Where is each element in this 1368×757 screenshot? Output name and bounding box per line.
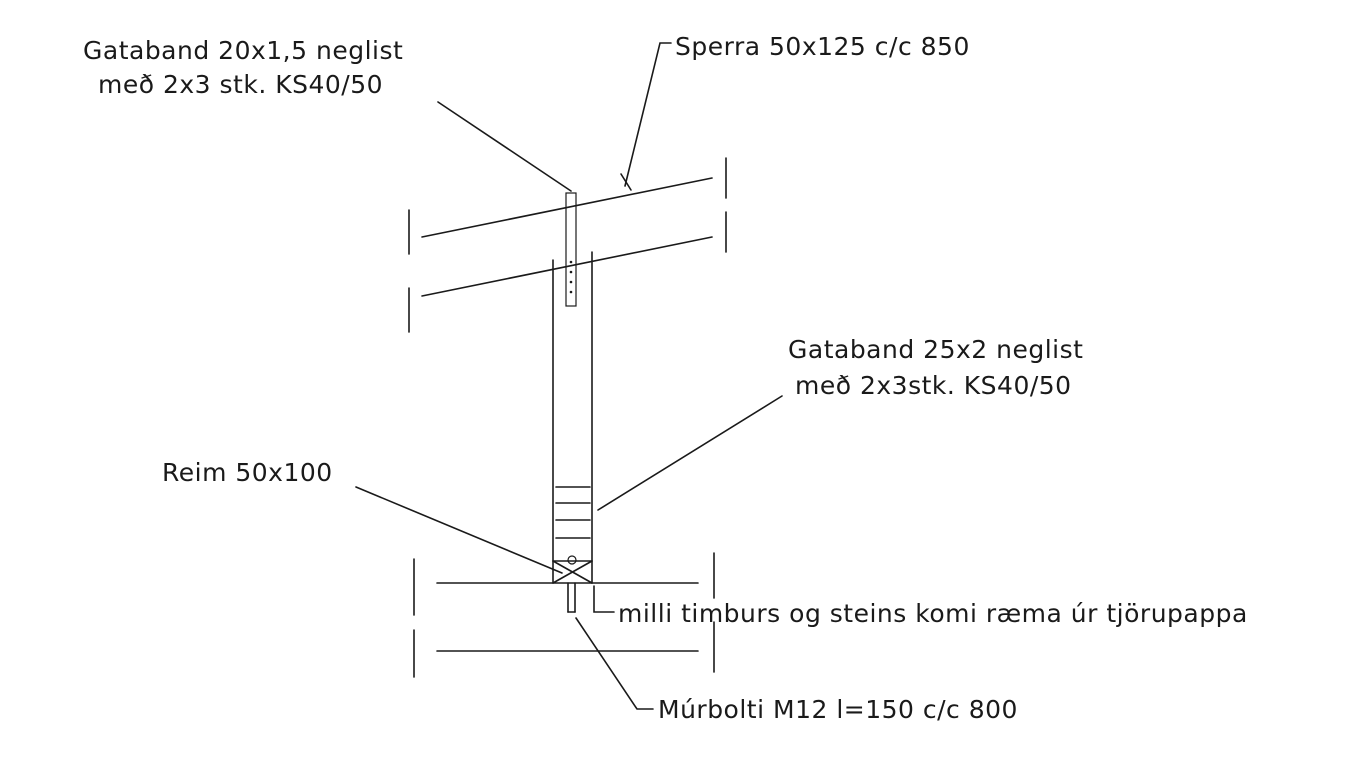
bottom-strap <box>555 486 591 539</box>
label-damp-course: milli timburs og steins komi ræma úr tjö… <box>618 599 1248 628</box>
rafter-tick <box>620 173 632 191</box>
label-rafter: Sperra 50x125 c/c 850 <box>675 32 970 61</box>
vertical-post <box>552 251 593 584</box>
leader-top-strap <box>437 101 572 192</box>
leader-anchor-bolt <box>575 617 654 710</box>
label-strap-bottom-line2: með 2x3stk. KS40/50 <box>795 371 1072 400</box>
rafter-top-edge <box>421 177 713 238</box>
label-anchor-bolt: Múrbolti M12 l=150 c/c 800 <box>658 695 1018 724</box>
leader-rafter <box>624 42 672 187</box>
top-strap <box>565 192 577 307</box>
nail-dot <box>569 270 573 274</box>
anchor-bolt <box>567 582 576 613</box>
leader-bottom-strap <box>597 395 783 511</box>
plate-cross-2 <box>552 560 593 584</box>
label-strap-bottom-line1: Gataband 25x2 neglist <box>788 335 1083 364</box>
label-plate: Reim 50x100 <box>162 458 333 487</box>
nail-dot <box>569 280 573 284</box>
rafter-beam <box>408 157 727 333</box>
leaders <box>355 42 783 710</box>
leader-damp-course <box>593 585 615 613</box>
nail-dot <box>569 260 573 264</box>
rafter-bottom-edge <box>421 236 713 297</box>
label-strap-top-line1: Gataband 20x1,5 neglist <box>83 36 403 65</box>
label-strap-top-line2: með 2x3 stk. KS40/50 <box>98 70 383 99</box>
plate-section <box>552 555 593 584</box>
nail-dot <box>569 290 573 294</box>
top-strap-plate <box>565 192 577 307</box>
bolt-washer <box>567 555 577 565</box>
leader-plate <box>355 486 563 574</box>
